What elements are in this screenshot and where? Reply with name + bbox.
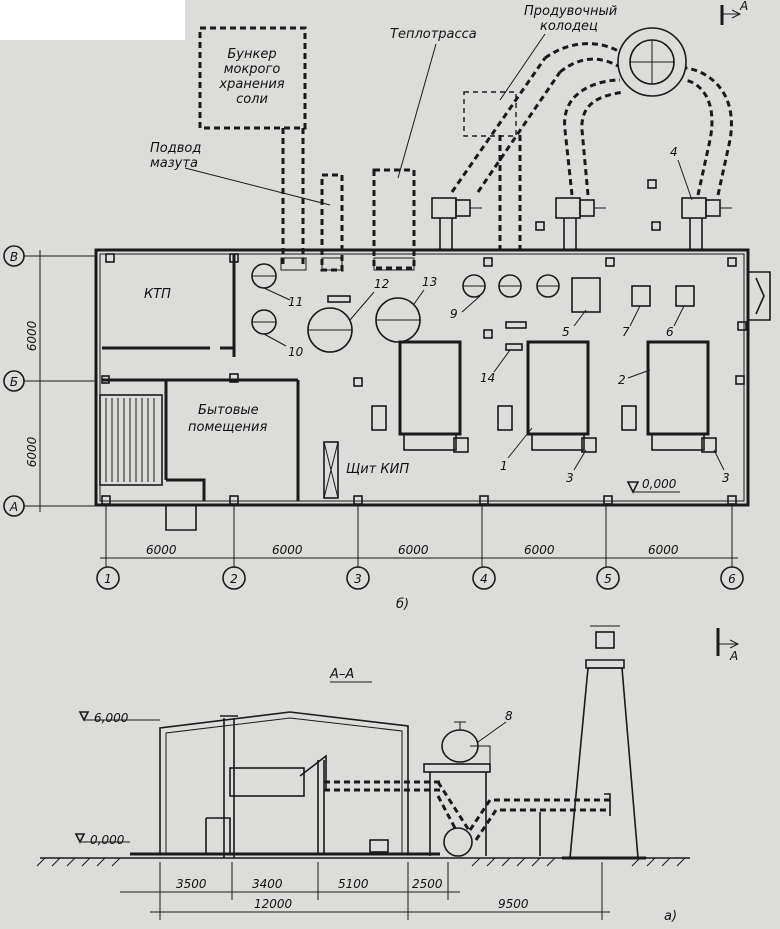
plan-callouts bbox=[263, 287, 725, 471]
col-axis-3: 3 bbox=[354, 572, 362, 586]
chimney bbox=[562, 625, 646, 860]
building-section bbox=[130, 711, 440, 858]
fuel-supply-label-1: Подвод bbox=[150, 141, 201, 156]
kip-panel-label: Щит КИП bbox=[346, 462, 409, 477]
callout-5: 5 bbox=[562, 325, 570, 339]
bunker-label-1: Бункер bbox=[227, 47, 276, 62]
callout-4-leader bbox=[677, 159, 693, 201]
heat-main-channel bbox=[372, 168, 416, 271]
flue-ducts bbox=[450, 27, 733, 250]
col-dim-5: 6000 bbox=[648, 543, 679, 557]
stairs bbox=[105, 398, 155, 482]
dim-3400: 3400 bbox=[252, 877, 283, 891]
col-dim-2: 6000 bbox=[272, 543, 303, 557]
row-axis-a: А bbox=[9, 500, 18, 514]
heat-main-leader bbox=[397, 43, 437, 179]
bunker-label-4: соли bbox=[236, 92, 268, 107]
callout-13: 13 bbox=[422, 275, 437, 289]
purge-well-label-2: колодец bbox=[540, 19, 598, 34]
row-axes bbox=[3, 245, 96, 517]
col-dim-4: 6000 bbox=[524, 543, 555, 557]
callout-4: 4 bbox=[670, 145, 678, 159]
col-dim-3: 6000 bbox=[398, 543, 429, 557]
fuel-oil-channel bbox=[320, 173, 344, 272]
section-dimensions bbox=[120, 862, 610, 920]
col-axis-1: 1 bbox=[104, 572, 112, 586]
filters-tanks bbox=[251, 263, 695, 353]
col-axis-5: 5 bbox=[604, 572, 612, 586]
household-label-2: помещения bbox=[188, 420, 267, 435]
smoke-exhausters bbox=[431, 197, 732, 250]
callout-8-leader bbox=[477, 721, 507, 743]
row-dim-1: 6000 bbox=[25, 320, 39, 351]
household-label-1: Бытовые bbox=[198, 403, 259, 418]
bunker-label-3: хранения bbox=[218, 77, 284, 92]
level-top-label: 6,000 bbox=[94, 711, 129, 725]
col-dim-1: 6000 bbox=[146, 543, 177, 557]
column-axes bbox=[96, 504, 744, 590]
flue-and-deaerator bbox=[324, 721, 611, 857]
callout-7: 7 bbox=[622, 325, 630, 339]
callout-10: 10 bbox=[288, 345, 304, 359]
salt-bunker bbox=[198, 26, 307, 271]
callout-1: 1 bbox=[500, 459, 508, 473]
callout-12: 12 bbox=[374, 277, 389, 291]
section-mark-top bbox=[720, 5, 742, 25]
section-levels bbox=[74, 711, 160, 844]
plan-zero-level-mark bbox=[626, 481, 680, 494]
fuel-supply-leader bbox=[184, 167, 331, 206]
blank-corner bbox=[0, 0, 185, 40]
callout-3b: 3 bbox=[722, 471, 730, 485]
callout-11: 11 bbox=[288, 295, 303, 309]
boilers bbox=[371, 340, 717, 453]
col-axis-6: 6 bbox=[728, 572, 736, 586]
purge-well-leader bbox=[499, 33, 546, 101]
purge-well-label-1: Продувочный bbox=[524, 4, 617, 19]
fuel-supply-label-2: мазута bbox=[150, 156, 198, 171]
section-title: А–А bbox=[329, 667, 354, 682]
row-axis-v: В bbox=[10, 250, 18, 264]
callout-8: 8 bbox=[505, 709, 513, 723]
col-axis-4: 4 bbox=[480, 572, 488, 586]
section-mark-bottom bbox=[716, 628, 740, 656]
callout-3a: 3 bbox=[566, 471, 574, 485]
plan-zero-level-label: 0,000 bbox=[642, 477, 677, 491]
dim-9500: 9500 bbox=[498, 897, 529, 911]
dim-2500: 2500 bbox=[412, 877, 443, 891]
level-zero-label: 0,000 bbox=[90, 833, 125, 847]
col-axis-2: 2 bbox=[230, 572, 238, 586]
callout-9: 9 bbox=[450, 307, 458, 321]
callout-14: 14 bbox=[480, 371, 495, 385]
section-mark-top-label: А bbox=[739, 0, 748, 13]
ktp-label: КТП bbox=[144, 287, 171, 302]
purge-well bbox=[463, 91, 517, 137]
kip-panel bbox=[323, 441, 339, 499]
callout-2: 2 bbox=[618, 373, 626, 387]
outside-posts bbox=[535, 179, 661, 231]
heat-main-label: Теплотрасса bbox=[390, 27, 477, 42]
plan-caption: б) bbox=[396, 597, 409, 612]
dim-5100: 5100 bbox=[338, 877, 369, 891]
dim-12000: 12000 bbox=[254, 897, 293, 911]
bunker-label-2: мокрого bbox=[224, 62, 281, 77]
section-mark-bottom-label: А bbox=[729, 649, 738, 663]
row-axis-b: Б bbox=[10, 375, 18, 389]
callout-6: 6 bbox=[666, 325, 674, 339]
dim-3500: 3500 bbox=[176, 877, 207, 891]
building-walls bbox=[94, 248, 771, 531]
section-caption: а) bbox=[664, 909, 677, 924]
row-dim-2: 6000 bbox=[25, 436, 39, 467]
